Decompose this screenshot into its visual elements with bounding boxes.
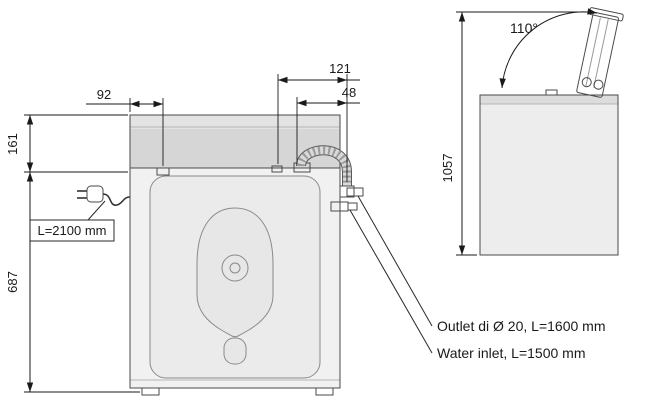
dim-687-label: 687 — [5, 271, 20, 293]
dim-48-label: 48 — [342, 85, 356, 100]
angle-label: 110° — [510, 20, 538, 36]
washer-door — [149, 175, 321, 379]
lid-inner-line — [585, 17, 601, 87]
side-view: 110° 1057 — [440, 7, 624, 256]
dimension-48: 48 — [296, 85, 360, 164]
inlet-nipple — [347, 202, 358, 211]
dim-121-label: 121 — [329, 61, 351, 76]
top-knob — [545, 89, 558, 96]
left-foot — [141, 387, 160, 396]
outlet-nipple — [346, 187, 364, 197]
plug-icon — [86, 185, 104, 203]
door-center-dot — [229, 262, 241, 274]
hose-corrugation — [297, 146, 351, 186]
cord-length-callout: L=2100 mm — [29, 200, 115, 242]
dim-1057-label: 1057 — [440, 154, 455, 183]
outlet-label: Outlet di Ø 20, L=1600 mm — [437, 318, 605, 334]
dim-92-label: 92 — [97, 87, 111, 102]
side-top-band — [480, 95, 618, 104]
dimension-121: 121 — [277, 61, 360, 182]
cord-callout-leader — [87, 200, 106, 221]
dim-161-label: 161 — [5, 133, 20, 155]
lid-angle: 110° — [499, 8, 598, 89]
small-fitting — [271, 165, 283, 173]
filter-flap — [223, 337, 247, 365]
dimension-92: 92 — [86, 87, 164, 166]
water-inlet-label: Water inlet, L=1500 mm — [437, 345, 586, 361]
front-view: L=2100 mm 92 121 48 — [5, 61, 605, 396]
open-lid — [576, 7, 624, 98]
outlet-connector — [339, 185, 355, 198]
washer-side-body — [479, 89, 619, 256]
hinge-fitting — [156, 167, 170, 176]
washer-outline — [129, 114, 341, 389]
right-foot — [315, 387, 334, 396]
cord-length-label: L=2100 mm — [37, 223, 106, 238]
cord-line — [102, 193, 131, 206]
hose-callouts: Outlet di Ø 20, L=1600 mm Water inlet, L… — [349, 195, 605, 361]
washer-top-lip — [130, 115, 340, 129]
door-center-ring — [221, 254, 249, 282]
door-inner-shape — [196, 207, 274, 338]
inlet-leader — [349, 209, 433, 354]
dimension-687: 687 — [5, 172, 140, 393]
dimension-161: 161 — [5, 114, 128, 173]
outlet-leader — [357, 195, 433, 327]
power-cord — [77, 185, 131, 206]
dimension-1057: 1057 — [440, 11, 588, 256]
side-body-face — [480, 95, 618, 255]
